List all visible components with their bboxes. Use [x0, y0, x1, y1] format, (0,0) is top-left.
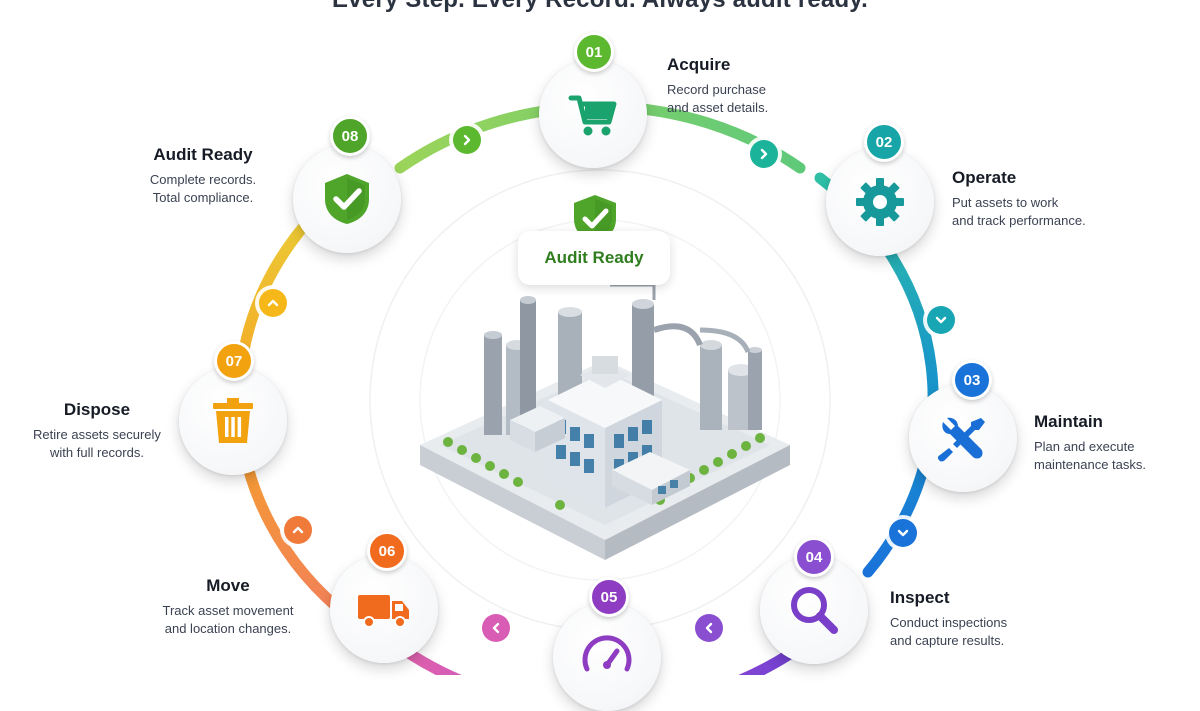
trash-bin-icon [213, 398, 253, 443]
ring-layer [233, 101, 939, 675]
stage-05-number-badge: 05 [589, 577, 629, 617]
stage-04-desc-line-2: and capture results. [890, 633, 1005, 648]
arrow-chip-05-to-06 [482, 614, 510, 642]
stage-01-number-badge: 01 [574, 32, 614, 72]
stage-04-desc-line-1: Conduct inspections [890, 615, 1008, 630]
stage-04-text: Inspect Conduct inspections and capture … [890, 588, 1007, 650]
shopping-cart-icon [568, 95, 617, 136]
stage-08-audit-ready-node[interactable] [293, 145, 401, 253]
stage-05-node[interactable] [553, 603, 661, 711]
stage-06-number-badge: 06 [367, 531, 407, 571]
stage-02-text: Operate Put assets to work and track per… [952, 168, 1086, 230]
stage-08-number-badge: 08 [330, 116, 370, 156]
chevron-left-icon [492, 622, 500, 634]
stage-01-desc-line-1: Record purchase [667, 82, 766, 97]
stage-08-text: Audit Ready Complete records. Total comp… [140, 145, 266, 207]
facility-illustration [420, 283, 790, 560]
stage-06-title: Move [206, 576, 250, 595]
stage-01-acquire-node[interactable] [539, 60, 647, 168]
arrow-chip-03-to-04 [889, 519, 917, 547]
stage-02-operate-node[interactable] [826, 148, 934, 256]
stage-06-move-node[interactable] [330, 555, 438, 663]
arrow-chip-06-to-07 [284, 516, 312, 544]
stage-04-number-badge: 04 [794, 537, 834, 577]
stage-03-maintain-node[interactable] [909, 384, 1017, 492]
stage-03-number-badge: 03 [952, 360, 992, 400]
chevron-up-icon [267, 299, 279, 307]
stage-07-title: Dispose [63, 400, 131, 419]
gear-icon [856, 178, 904, 226]
chevron-right-icon [760, 148, 768, 160]
stage-02-number-badge: 02 [864, 122, 904, 162]
stage-07-dispose-node[interactable] [179, 367, 287, 475]
chevron-right-icon [463, 134, 471, 146]
arrow-chip-04-to-05 [695, 614, 723, 642]
chevron-left-icon [705, 622, 713, 634]
wrench-screwdriver-icon [937, 417, 985, 462]
stage-08-desc-line-1: Complete records. [149, 172, 257, 187]
stage-07-desc-line-2: with full records. [50, 445, 144, 460]
stage-08-title: Audit Ready [153, 145, 253, 164]
stage-01-text: Acquire Record purchase and asset detail… [667, 55, 768, 117]
stage-06-text: Move Track asset movement and location c… [160, 576, 296, 638]
stage-03-desc-line-2: maintenance tasks. [1034, 457, 1147, 472]
stage-07-desc-line-1: Retire assets securely [33, 427, 161, 442]
stage-02-title: Operate [952, 168, 1017, 187]
arrow-chip-01-to-02 [750, 140, 778, 168]
arrow-chip-07-to-08 [259, 289, 287, 317]
magnifier-icon [791, 587, 838, 634]
arrow-chip-08-to-01 [453, 126, 481, 154]
stage-03-desc-line-1: Plan and execute [1034, 439, 1135, 454]
stage-04-title: Inspect [890, 588, 950, 607]
center-audit-ready-label: Audit Ready [518, 231, 670, 285]
chevron-down-icon [935, 316, 947, 324]
delivery-truck-icon [358, 595, 409, 628]
chevron-up-icon [292, 526, 304, 534]
stage-07-number-badge: 07 [214, 341, 254, 381]
arrow-chip-02-to-03 [927, 306, 955, 334]
stage-06-desc-line-2: and location changes. [164, 621, 292, 636]
stage-07-text: Dispose Retire assets securely with full… [30, 400, 164, 462]
stage-03-text: Maintain Plan and execute maintenance ta… [1034, 412, 1146, 474]
stage-06-desc-line-1: Track asset movement [162, 603, 294, 618]
page-tagline: Every Step. Every Record. Always audit r… [0, 0, 1200, 14]
shield-check-icon [325, 174, 369, 224]
stage-08-desc-line-2: Total compliance. [152, 190, 254, 205]
stage-02-desc-line-1: Put assets to work [952, 195, 1059, 210]
ring-segment-bottom [374, 626, 826, 675]
stage-01-title: Acquire [667, 55, 731, 74]
stage-03-title: Maintain [1034, 412, 1103, 431]
chevron-down-icon [897, 529, 909, 537]
speedometer-icon [582, 635, 632, 672]
stage-02-desc-line-2: and track performance. [952, 213, 1086, 228]
stage-01-desc-line-2: and asset details. [667, 100, 769, 115]
